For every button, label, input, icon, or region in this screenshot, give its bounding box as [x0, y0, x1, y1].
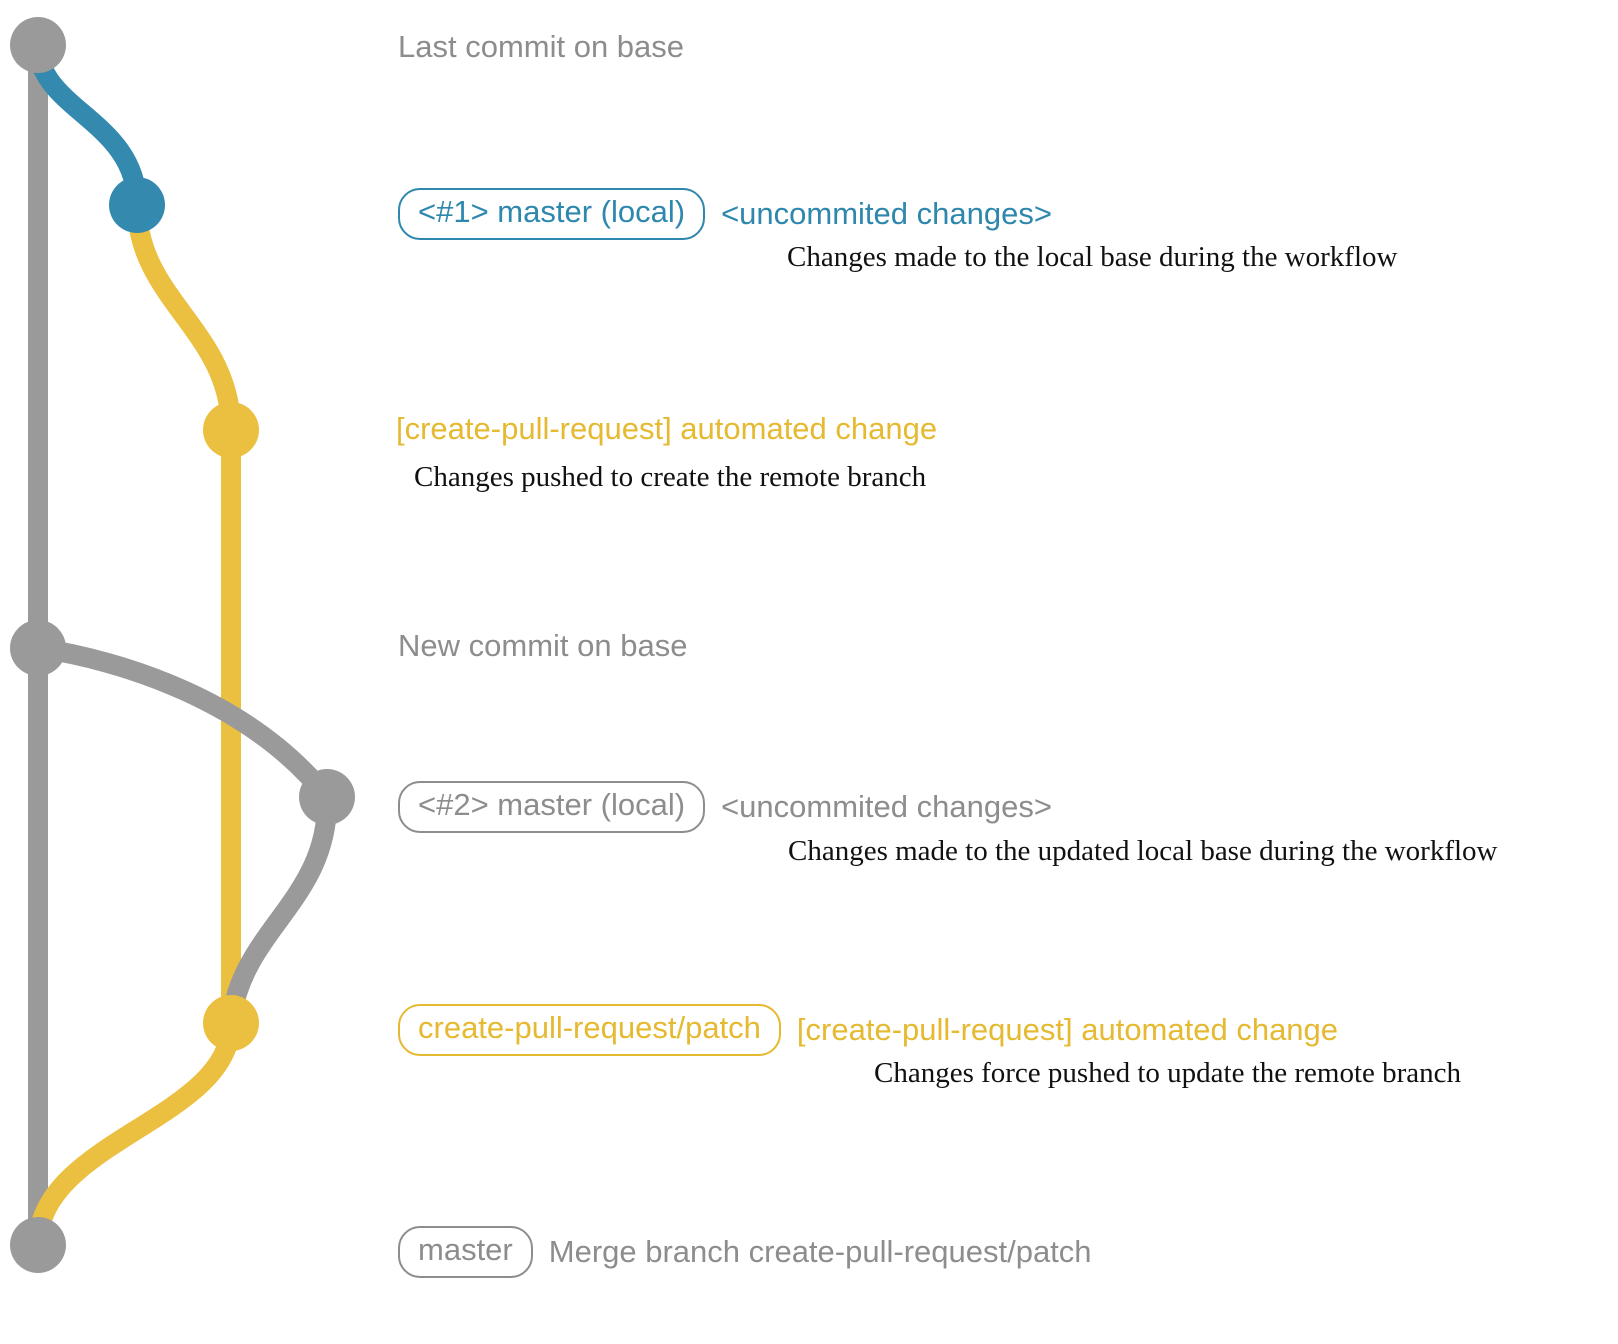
row-new-commit-on-base: New commit on base [398, 628, 688, 663]
branch-chip-local-master-1[interactable]: <#1> master (local) [398, 188, 706, 240]
commit-message-master-merge: Merge branch create-pull-request/patch [548, 1233, 1092, 1269]
row-last-commit: Last commit on base [398, 29, 685, 64]
commit-node-local-master-1 [109, 177, 165, 233]
branch-chip-master[interactable]: master [398, 1226, 533, 1278]
edge-patch2-to-master [28, 1013, 241, 1255]
commit-message-new-commit-on-base: New commit on base [398, 628, 688, 663]
edge-base2-to-local2 [28, 638, 337, 807]
description-patch-branch: Changes force pushed to update the remot… [874, 1057, 1462, 1089]
edge-base-to-local1 [28, 35, 147, 215]
row-patch-branch: create-pull-request/patch [create-pull-r… [398, 1004, 1338, 1056]
commit-node-new-commit-on-base [10, 620, 66, 676]
description-local-master-2: Changes made to the updated local base d… [788, 835, 1498, 867]
commit-node-patch-branch [203, 995, 259, 1051]
row-local-master-1: <#1> master (local) <uncommited changes> [398, 188, 1052, 240]
branch-chip-local-master-2[interactable]: <#2> master (local) [398, 781, 706, 833]
commit-node-last-commit-on-base [10, 17, 66, 73]
commit-node-automated-change-1 [203, 402, 259, 458]
commit-message-automated-change-2: [create-pull-request] automated change [796, 1011, 1339, 1047]
row-master-merge: master Merge branch create-pull-request/… [398, 1226, 1092, 1278]
commit-nodes [10, 17, 355, 1273]
row-local-master-2: <#2> master (local) <uncommited changes> [398, 781, 1052, 833]
row-automated-change-1: [create-pull-request] automated change [396, 411, 938, 446]
edge-local2-to-patch2 [221, 787, 338, 1033]
commit-node-local-master-2 [299, 769, 355, 825]
edge-local1-to-patch1 [127, 195, 241, 440]
commit-message-uncommited-changes-1: <uncommited changes> [721, 195, 1052, 231]
commit-message-automated-change-1: [create-pull-request] automated change [396, 411, 938, 446]
commit-node-master-merge [10, 1217, 66, 1273]
commit-message-uncommited-changes-2: <uncommited changes> [721, 788, 1052, 824]
git-graph [10, 17, 355, 1273]
description-automated-change-1: Changes pushed to create the remote bran… [414, 461, 927, 493]
branch-chip-create-pull-request-patch[interactable]: create-pull-request/patch [398, 1004, 781, 1056]
description-local-master-1: Changes made to the local base during th… [787, 241, 1398, 273]
commit-message-last-commit-on-base: Last commit on base [398, 29, 685, 64]
